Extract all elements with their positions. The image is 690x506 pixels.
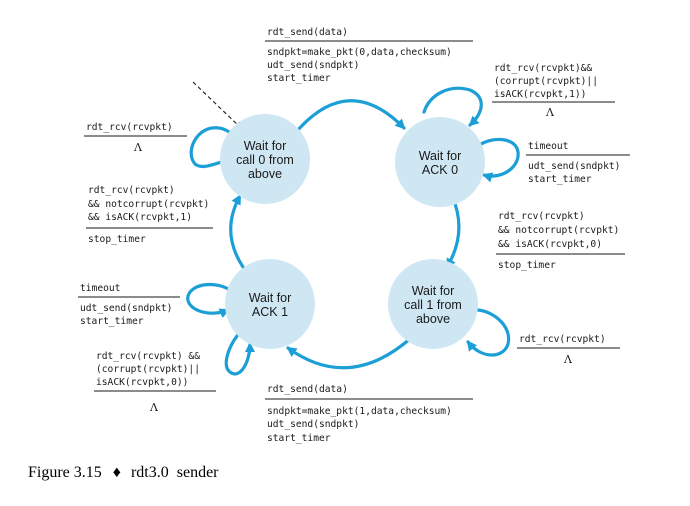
state-line: ACK 1 bbox=[252, 305, 288, 319]
svg-text:Figure 3.15 ♦ rdt3: Figure 3.15 ♦ rdt3.0 sender bbox=[28, 464, 219, 481]
label-action: sndpkt=make_pkt(0,data,checksum) bbox=[267, 47, 452, 58]
state-line: call 0 from bbox=[236, 153, 294, 167]
state-line: ACK 0 bbox=[422, 163, 458, 177]
state-line: Wait for bbox=[249, 291, 292, 305]
label-call1-self: rdt_rcv(rcvpkt) Λ bbox=[517, 334, 620, 366]
label-action: udt_send(sndpkt) bbox=[80, 303, 172, 314]
label-event: isACK(rcvpkt,1)) bbox=[494, 89, 586, 100]
label-event: rdt_rcv(rcvpkt) bbox=[519, 334, 606, 345]
label-ack1-timeout: timeout udt_send(sndpkt) start_timer bbox=[78, 283, 180, 327]
label-call0-self: rdt_rcv(rcvpkt) Λ bbox=[84, 122, 187, 154]
label-ack1-self-lower: rdt_rcv(rcvpkt) && (corrupt(rcvpkt)|| is… bbox=[94, 351, 216, 414]
label-event: (corrupt(rcvpkt)|| bbox=[494, 76, 598, 87]
loop-ack1-lower bbox=[224, 334, 256, 376]
label-ack0-timeout: timeout udt_send(sndpkt) start_timer bbox=[526, 141, 630, 185]
loop-ack0-timeout bbox=[476, 137, 520, 183]
state-wait-ack1: Wait for ACK 1 bbox=[225, 259, 315, 349]
state-wait-ack0: Wait for ACK 0 bbox=[395, 117, 485, 207]
label-action: udt_send(sndpkt) bbox=[528, 161, 620, 172]
state-line: Wait for bbox=[412, 284, 455, 298]
label-action: start_timer bbox=[267, 433, 331, 444]
loop-call0 bbox=[189, 126, 242, 169]
loop-ack0-upper bbox=[422, 86, 483, 127]
state-line: above bbox=[416, 312, 450, 326]
label-event: rdt_rcv(rcvpkt) bbox=[88, 185, 175, 196]
label-action: stop_timer bbox=[498, 260, 556, 271]
figure-number: Figure 3.15 bbox=[28, 464, 102, 481]
label-top: rdt_send(data) sndpkt=make_pkt(0,data,ch… bbox=[265, 27, 473, 84]
initial-state-arrow bbox=[192, 81, 243, 129]
label-action: Λ bbox=[149, 401, 159, 414]
label-event: && notcorrupt(rcvpkt) bbox=[498, 225, 619, 236]
label-event: && notcorrupt(rcvpkt) bbox=[88, 199, 209, 210]
arc-call1-to-ack1 bbox=[286, 336, 413, 370]
label-event: rdt_rcv(rcvpkt)&& bbox=[494, 63, 592, 74]
label-left: rdt_rcv(rcvpkt) && notcorrupt(rcvpkt) &&… bbox=[86, 185, 213, 245]
label-event: rdt_rcv(rcvpkt) bbox=[86, 122, 173, 133]
caption-bullet: ♦ bbox=[113, 464, 121, 481]
label-event: && isACK(rcvpkt,1) bbox=[88, 212, 192, 223]
loop-ack1-timeout bbox=[186, 282, 232, 319]
arc-ack1-to-call0 bbox=[229, 194, 245, 269]
state-line: Wait for bbox=[244, 139, 287, 153]
label-action: Λ bbox=[563, 353, 573, 366]
label-bottom: rdt_send(data) sndpkt=make_pkt(1,data,ch… bbox=[265, 384, 473, 444]
state-line: call 1 from bbox=[404, 298, 462, 312]
label-event: timeout bbox=[80, 283, 120, 294]
label-action: start_timer bbox=[80, 316, 144, 327]
state-wait-call1: Wait for call 1 from above bbox=[388, 259, 478, 349]
label-event: rdt_send(data) bbox=[267, 384, 348, 395]
label-action: start_timer bbox=[528, 174, 592, 185]
state-line: above bbox=[248, 167, 282, 181]
label-event: rdt_rcv(rcvpkt) && bbox=[96, 351, 200, 362]
label-event: (corrupt(rcvpkt)|| bbox=[96, 364, 200, 375]
state-wait-call0: Wait for call 0 from above bbox=[220, 114, 310, 204]
arc-ack0-to-call1 bbox=[445, 194, 461, 269]
label-action: udt_send(sndpkt) bbox=[267, 60, 359, 71]
label-action: udt_send(sndpkt) bbox=[267, 419, 359, 430]
state-line: Wait for bbox=[419, 149, 462, 163]
arc-call0-to-ack0 bbox=[295, 99, 406, 133]
loop-call1 bbox=[466, 308, 511, 357]
caption-text: sender bbox=[173, 464, 219, 481]
label-event: && isACK(rcvpkt,0) bbox=[498, 239, 602, 250]
figure-caption: Figure 3.15 ♦ rdt3.0 sender bbox=[28, 464, 219, 481]
caption-code: rdt3.0 bbox=[131, 464, 169, 481]
label-ack0-self-upper: rdt_rcv(rcvpkt)&& (corrupt(rcvpkt)|| isA… bbox=[492, 63, 615, 119]
label-event: rdt_send(data) bbox=[267, 27, 348, 38]
label-action: sndpkt=make_pkt(1,data,checksum) bbox=[267, 406, 452, 417]
label-action: start_timer bbox=[267, 73, 331, 84]
label-action: Λ bbox=[545, 106, 555, 119]
label-event: rdt_rcv(rcvpkt) bbox=[498, 211, 585, 222]
label-action: Λ bbox=[133, 141, 143, 154]
label-action: stop_timer bbox=[88, 234, 146, 245]
label-event: timeout bbox=[528, 141, 568, 152]
label-right: rdt_rcv(rcvpkt) && notcorrupt(rcvpkt) &&… bbox=[496, 211, 625, 271]
label-event: isACK(rcvpkt,0)) bbox=[96, 377, 188, 388]
